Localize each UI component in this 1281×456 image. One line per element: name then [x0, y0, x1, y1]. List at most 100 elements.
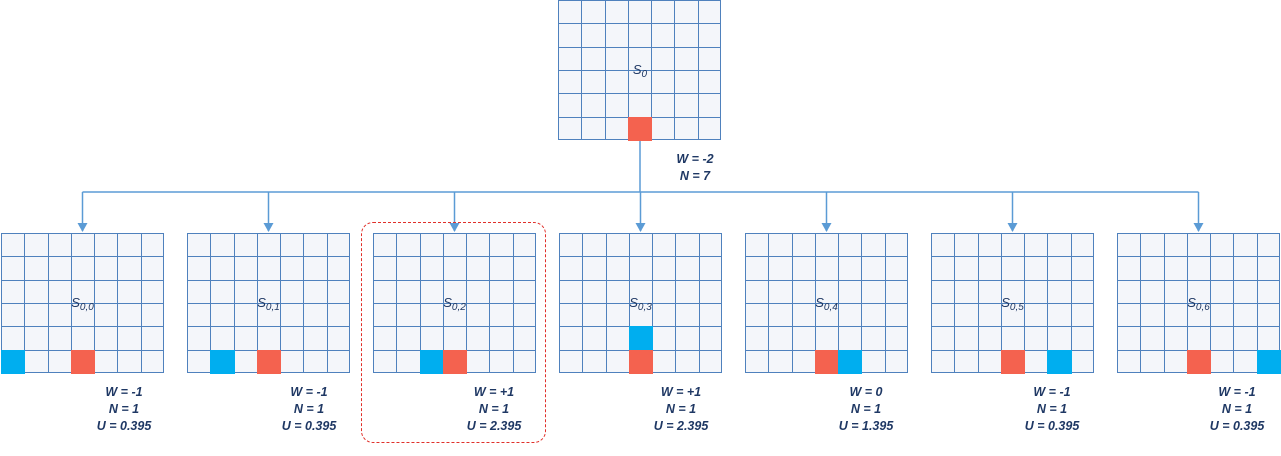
best-child-highlight [361, 222, 546, 443]
root-board-grid-line-h [559, 23, 720, 25]
child-board-4-blue-piece [838, 349, 863, 374]
child-n-value-2: N = 1 [478, 402, 510, 416]
child-stats-0: W = -1 N = 1 U = 0.395 [79, 384, 169, 435]
child-board-6-grid-line-h [1118, 279, 1279, 281]
child-n-value-1: N = 1 [293, 402, 325, 416]
child-u-value-4: U = 1.395 [838, 419, 894, 433]
child-board-5-red-piece [1000, 349, 1026, 374]
child-board-5-grid-line-h [932, 303, 1093, 304]
child-board-6 [1117, 233, 1281, 374]
child-board-label-4: S0,4 [815, 295, 838, 313]
child-board-5-grid-line-h [932, 326, 1093, 328]
root-stats: W = -2 N = 7 [660, 151, 730, 185]
child-board-4-red-piece [814, 349, 840, 374]
root-board-grid-line-h [559, 93, 720, 95]
child-board-2-red-piece [442, 349, 468, 374]
branch-arrowhead-2 [449, 223, 460, 232]
child-board-3-red-piece [628, 349, 654, 374]
child-w-value-6: W = -1 [1218, 385, 1256, 399]
child-board-label-1: S0,1 [257, 295, 280, 313]
child-board-4 [745, 233, 908, 374]
branch-arrowhead-3 [635, 223, 646, 232]
child-board-0-grid-line-h [2, 303, 163, 304]
child-board-label-2: S0,2 [443, 295, 466, 313]
branch-arrowhead-5 [1007, 223, 1018, 232]
child-w-value-5: W = -1 [1033, 385, 1071, 399]
child-n-value-0: N = 1 [108, 402, 140, 416]
child-board-5-grid-line-h [932, 256, 1093, 258]
child-board-5 [931, 233, 1094, 374]
child-stats-4: W = 0 N = 1 U = 1.395 [821, 384, 911, 435]
root-board-grid-line-h [559, 46, 720, 48]
child-board-3 [559, 233, 722, 374]
child-w-value-0: W = -1 [105, 385, 143, 399]
child-n-value-6: N = 1 [1221, 402, 1253, 416]
branch-arrowhead-1 [263, 223, 274, 232]
child-u-value-1: U = 0.395 [281, 419, 337, 433]
child-board-2-grid-line-h [374, 303, 535, 304]
child-board-3-grid-line-h [560, 303, 721, 304]
child-board-0-grid-line-h [2, 279, 163, 281]
child-board-0-blue-piece [1, 349, 26, 374]
child-stats-6: W = -1 N = 1 U = 0.395 [1192, 384, 1281, 435]
child-board-1-grid-line-h [188, 279, 349, 281]
child-board-1 [187, 233, 350, 374]
root-board-label: S0 [632, 62, 648, 80]
child-board-5-grid-line-h [932, 279, 1093, 281]
child-board-2 [373, 233, 536, 374]
root-board-red-piece [627, 116, 653, 141]
child-board-0-grid-line-h [2, 326, 163, 328]
child-u-value-3: U = 2.395 [653, 419, 709, 433]
child-board-1-blue-piece [210, 349, 235, 374]
child-w-value-3: W = +1 [660, 385, 702, 399]
child-board-label-0: S0,0 [71, 295, 94, 313]
branch-arrowhead-4 [821, 223, 832, 232]
child-board-1-red-piece [256, 349, 282, 374]
child-n-value-3: N = 1 [665, 402, 697, 416]
child-w-value-2: W = +1 [473, 385, 515, 399]
child-u-value-0: U = 0.395 [96, 419, 152, 433]
child-board-label-3: S0,3 [629, 295, 652, 313]
child-board-0-red-piece [70, 349, 96, 374]
child-w-value-4: W = 0 [849, 385, 883, 399]
root-board-grid-line-h [559, 70, 720, 71]
child-board-6-blue-piece [1256, 349, 1281, 374]
child-u-value-5: U = 0.395 [1024, 419, 1080, 433]
child-w-value-1: W = -1 [290, 385, 328, 399]
child-board-6-grid-line-h [1118, 256, 1279, 258]
child-stats-3: W = +1 N = 1 U = 2.395 [636, 384, 726, 435]
child-board-3-grid-line-h [560, 279, 721, 281]
child-stats-5: W = -1 N = 1 U = 0.395 [1007, 384, 1097, 435]
child-u-value-6: U = 0.395 [1209, 419, 1265, 433]
child-board-2-grid-line-h [374, 279, 535, 281]
branch-arrowhead-0 [77, 223, 88, 232]
branch-arrowhead-6 [1193, 223, 1204, 232]
child-board-6-grid-line-h [1118, 303, 1279, 304]
child-board-2-grid-line-h [374, 326, 535, 328]
root-board [558, 0, 721, 141]
child-board-4-grid-line-h [746, 303, 907, 304]
child-board-4-grid-line-h [746, 279, 907, 281]
child-u-value-2: U = 2.395 [466, 419, 522, 433]
child-board-0-grid-line-h [2, 256, 163, 258]
child-board-label-6: S0,6 [1187, 295, 1210, 313]
child-n-value-5: N = 1 [1036, 402, 1068, 416]
child-board-6-grid-line-h [1118, 326, 1279, 328]
child-board-0 [1, 233, 164, 374]
child-board-3-blue-piece [628, 326, 654, 351]
child-board-1-grid-line-h [188, 326, 349, 328]
child-stats-1: W = -1 N = 1 U = 0.395 [264, 384, 354, 435]
child-n-value-4: N = 1 [850, 402, 882, 416]
child-board-2-grid-line-h [374, 256, 535, 258]
root-n-value: N = 7 [679, 169, 711, 183]
child-board-1-grid-line-h [188, 256, 349, 258]
child-board-5-blue-piece [1047, 349, 1072, 374]
child-board-4-grid-line-h [746, 256, 907, 258]
child-board-6-red-piece [1186, 349, 1212, 374]
child-board-3-grid-line-h [560, 256, 721, 258]
child-board-2-blue-piece [419, 349, 444, 374]
child-board-1-grid-line-h [188, 303, 349, 304]
child-board-label-5: S0,5 [1001, 295, 1024, 313]
child-board-4-grid-line-h [746, 326, 907, 328]
